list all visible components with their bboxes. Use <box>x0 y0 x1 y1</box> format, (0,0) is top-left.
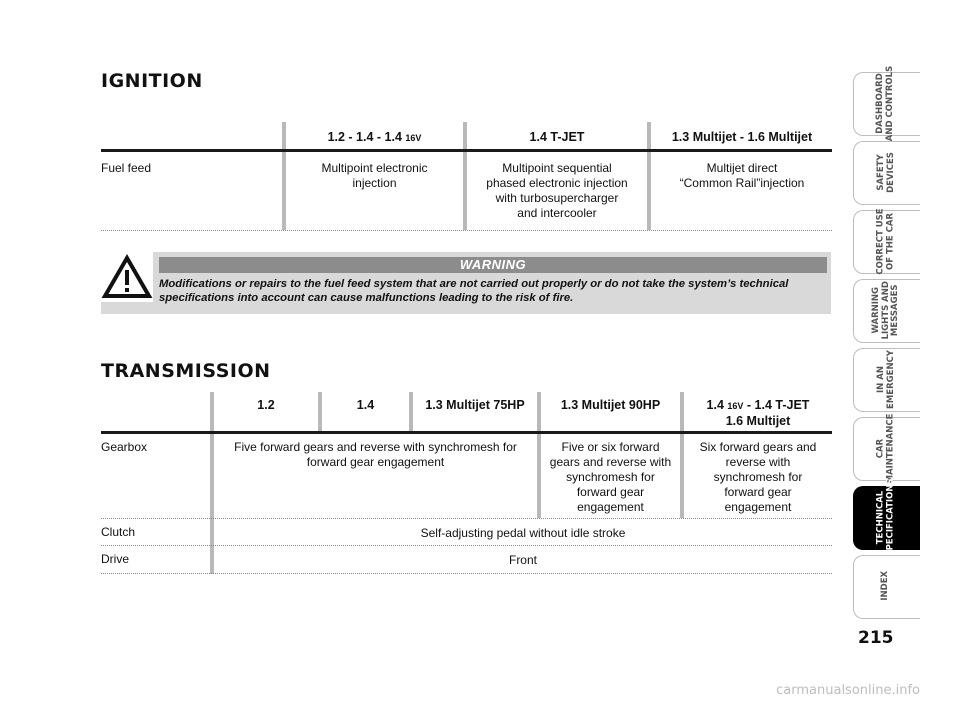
ignition-title: IGNITION <box>101 70 203 92</box>
fuel-feed-cell: Multipoint sequential phased electronic … <box>486 161 628 220</box>
tab-technical-specifications[interactable] <box>853 486 920 550</box>
ignition-col-header: 1.2 - 1.4 - 1.4 16V <box>327 130 422 144</box>
transmission-col-header: 1.4 16V - 1.4 T-JET 1.6 Multijet <box>706 398 810 428</box>
column-divider <box>282 122 286 230</box>
footer-watermark[interactable]: carmanualsonline.info <box>776 683 920 698</box>
table-row-rule <box>101 545 832 546</box>
drive-cell: Front <box>508 553 537 567</box>
tab-label: CORRECT USE OF THE CAR <box>875 207 896 275</box>
row-label-drive: Drive <box>101 552 130 566</box>
fuel-feed-cell: Multijet direct “Common Rail”injection <box>679 161 805 190</box>
tab-in-an-emergency[interactable] <box>853 348 920 412</box>
warning-text: Modifications or repairs to the fuel fee… <box>159 278 789 304</box>
tab-car-maintenance[interactable] <box>853 417 920 481</box>
tab-label: INDEX <box>880 571 891 601</box>
tab-label: WARNING LIGHTS AND MESSAGES <box>870 280 900 340</box>
tab-label: DASHBOARD AND CONTROLS <box>875 65 896 141</box>
column-divider <box>210 392 214 574</box>
table-row-rule <box>101 573 832 574</box>
page-number: 215 <box>858 628 894 648</box>
column-divider <box>647 122 651 230</box>
column-divider <box>318 392 322 432</box>
tab-index[interactable] <box>853 555 920 619</box>
table-header-rule <box>101 431 832 434</box>
row-label-clutch: Clutch <box>101 525 136 539</box>
row-label-fuel-feed: Fuel feed <box>101 161 152 175</box>
table-header-rule <box>101 149 832 152</box>
table-row-rule <box>101 230 832 231</box>
tab-correct-use-of-the-car[interactable] <box>853 210 920 274</box>
warning-heading: WARNING <box>159 257 827 273</box>
gearbox-cell: Six forward gears and reverse with synch… <box>699 440 817 514</box>
gearbox-cell: Five or six forward gears and reverse wi… <box>549 440 672 514</box>
tab-warning-lights-and-messages[interactable] <box>853 279 920 343</box>
tab-label: SAFETY DEVICES <box>875 151 896 193</box>
tab-dashboard-and-controls[interactable] <box>853 72 920 136</box>
table-row-rule <box>101 518 832 519</box>
row-label-gearbox: Gearbox <box>101 440 148 454</box>
tab-label: IN AN EMERGENCY <box>875 349 896 409</box>
transmission-title: TRANSMISSION <box>101 360 271 382</box>
fuel-feed-cell: Multipoint electronic injection <box>321 161 428 190</box>
tab-safety-devices[interactable] <box>853 141 920 205</box>
gearbox-cell: Five forward gears and reverse with sync… <box>234 440 517 469</box>
clutch-cell: Self-adjusting pedal without idle stroke <box>420 526 626 540</box>
tab-label: CAR MAINTENANCE <box>875 413 896 483</box>
tab-label: TECHNICAL SPECIFICATIONS <box>875 477 896 557</box>
transmission-col-header: 1.2 <box>257 398 275 412</box>
column-divider <box>409 392 413 432</box>
transmission-col-header: 1.4 <box>356 398 375 412</box>
transmission-col-header: 1.3 Multijet 90HP <box>560 398 661 412</box>
transmission-col-header: 1.3 Multijet 75HP <box>425 398 525 412</box>
column-divider <box>463 122 467 230</box>
column-divider <box>680 392 684 518</box>
ignition-col-header: 1.3 Multijet - 1.6 Multijet <box>671 130 813 144</box>
column-divider <box>537 392 541 518</box>
ignition-col-header: 1.4 T-JET <box>529 130 585 144</box>
warning-triangle-icon <box>101 252 153 302</box>
